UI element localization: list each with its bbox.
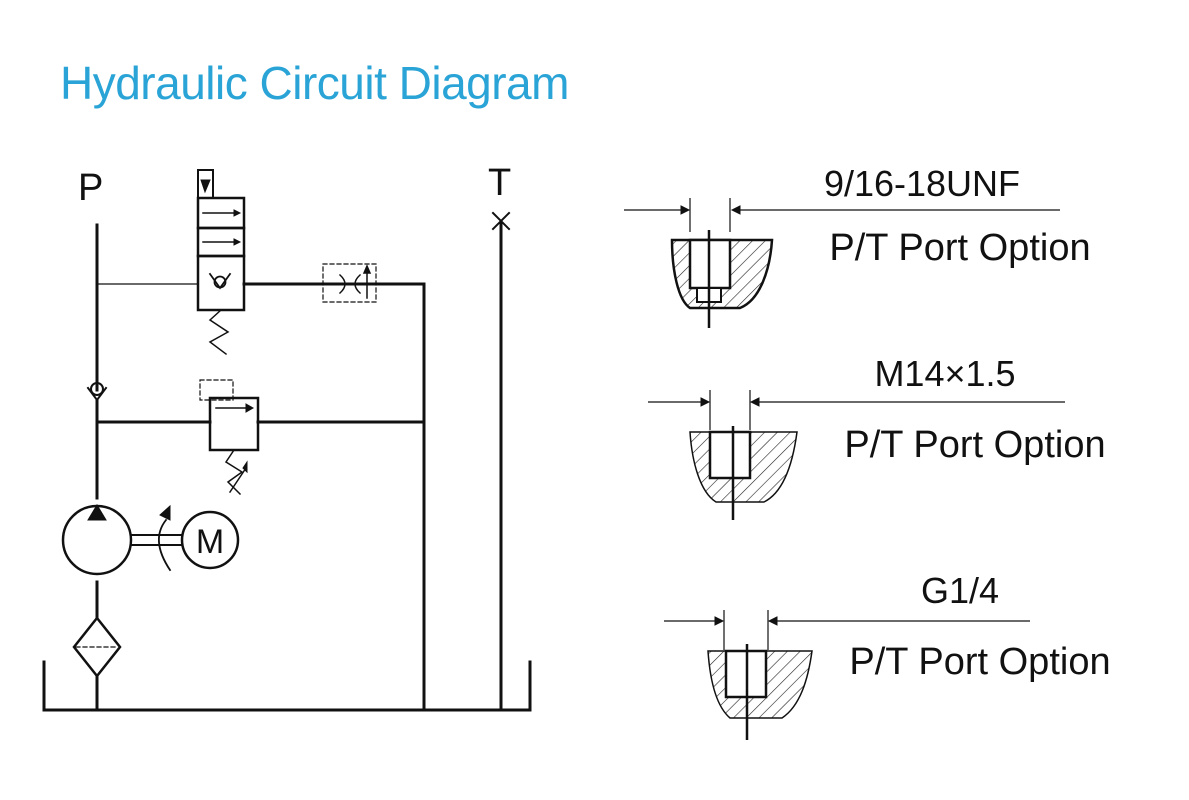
port-option-2: M14×1.5 P/T Port Option bbox=[648, 353, 1106, 520]
solenoid-valve-icon bbox=[196, 169, 246, 356]
plug-x-icon bbox=[491, 211, 511, 231]
filter-icon bbox=[72, 615, 122, 679]
reservoir-tank bbox=[42, 660, 532, 712]
port-1-caption: P/T Port Option bbox=[829, 227, 1090, 269]
port-1-thread-label: 9/16-18UNF bbox=[824, 163, 1020, 204]
motor-icon bbox=[180, 510, 240, 570]
port-2-section-drawing bbox=[648, 390, 1065, 520]
port-option-1: 9/16-18UNF P/T Port Option bbox=[624, 163, 1091, 328]
port-3-thread-label: G1/4 bbox=[921, 570, 999, 611]
pump-icon bbox=[61, 504, 133, 576]
check-valve-icon bbox=[86, 382, 108, 402]
port-1-section-drawing bbox=[624, 198, 1060, 328]
pressure-port-label: P bbox=[78, 167, 103, 209]
port-2-thread-label: M14×1.5 bbox=[874, 353, 1015, 394]
port-3-caption: P/T Port Option bbox=[849, 641, 1110, 683]
port-option-3: G1/4 P/T Port Option bbox=[664, 570, 1111, 740]
hydraulic-circuit bbox=[42, 169, 532, 712]
flow-control-icon bbox=[322, 263, 377, 303]
port-2-caption: P/T Port Option bbox=[844, 424, 1105, 466]
relief-valve-icon bbox=[199, 379, 260, 496]
tank-port-label: T bbox=[488, 162, 511, 204]
port-3-section-drawing bbox=[664, 610, 1030, 740]
drive-shaft bbox=[130, 504, 183, 572]
motor-label: M bbox=[196, 523, 224, 561]
diagram-title: Hydraulic Circuit Diagram bbox=[60, 57, 569, 109]
